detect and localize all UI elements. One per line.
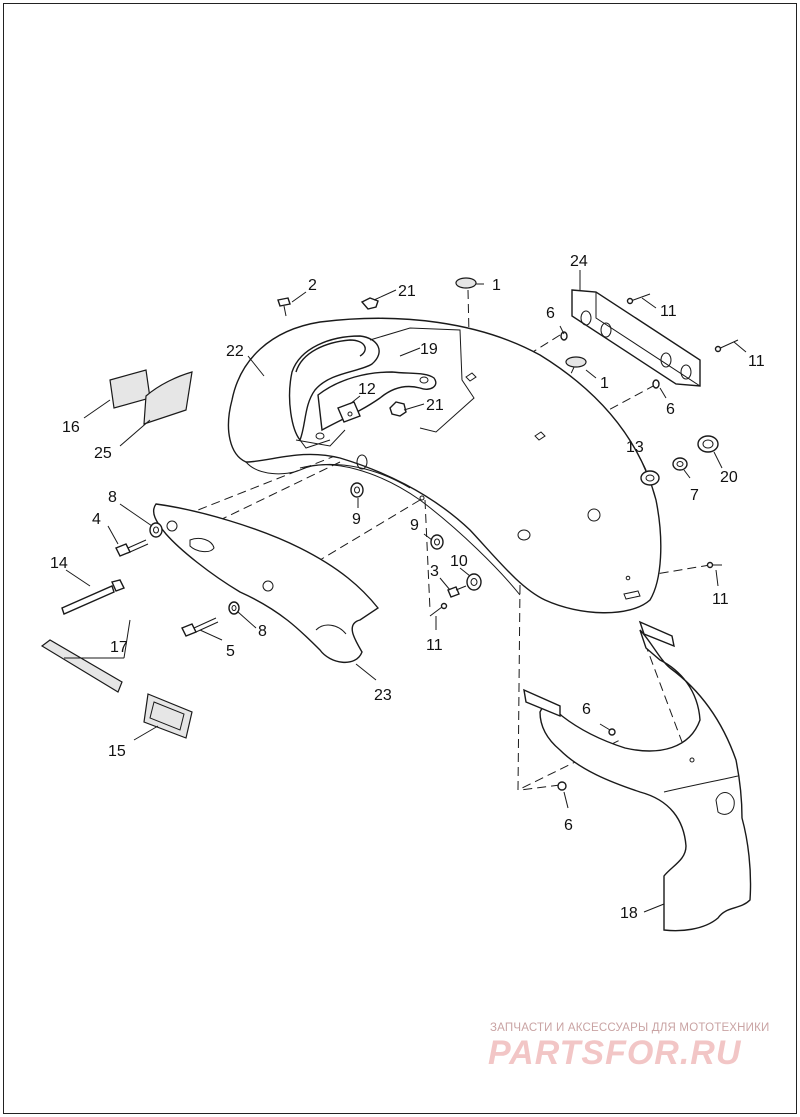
washer-eight-lower [228,601,240,615]
washer-six-d [557,781,567,791]
callout-15: 15 [108,743,126,760]
bolt-five [181,617,219,637]
pad-twentyfive [143,371,193,425]
callout-2: 2 [308,277,317,294]
callout-14: 14 [50,555,68,572]
callout-6-d: 6 [564,817,573,834]
callout-7: 7 [690,487,699,504]
callout-12: 12 [358,381,376,398]
callout-11-upper: 11 [660,303,677,320]
callout-19: 19 [420,341,438,358]
grommet-nine-a [350,482,364,498]
fender-extension [523,620,752,932]
callout-4: 4 [92,511,101,528]
long-bolt-fourteen [61,579,125,615]
callout-21-lower: 21 [426,397,444,414]
callout-21-upper: 21 [398,283,416,300]
washer-six-c [608,728,616,736]
callout-8-upper: 8 [108,489,117,506]
nut-lower [389,401,407,417]
callout-9-a: 9 [352,511,361,528]
callout-25: 25 [94,445,112,462]
callout-20: 20 [720,469,738,486]
callout-1-upper: 1 [492,277,501,294]
screw-three [447,585,467,598]
callout-13: 13 [626,439,644,456]
callouts: 1 1 2 3 4 5 6 6 6 6 7 8 8 9 9 10 11 11 1… [50,253,765,922]
callout-17: 17 [110,639,128,656]
strip-seventeen [40,639,123,693]
callout-1-lower: 1 [600,375,609,392]
callout-8-lower: 8 [258,623,267,640]
watermark-caption: ЗАПЧАСТИ И АКСЕССУАРЫ ДЛЯ МОТОТЕХНИКИ [490,1022,770,1034]
callout-6-a: 6 [546,305,555,322]
callout-18: 18 [620,905,638,922]
callout-5: 5 [226,643,235,660]
nut-upper [360,297,379,310]
washer-eight-upper [149,522,163,538]
leader-lines [64,270,747,913]
license-bracket [571,289,701,387]
callout-10: 10 [450,553,468,570]
bushing-ten [466,573,482,591]
callout-23: 23 [374,687,392,704]
rail-cover [152,503,380,663]
pad-sixteen [109,369,151,409]
reflector-fifteen [143,693,193,739]
fender-liner-outline [295,327,475,447]
pin-fender-tip [706,561,722,569]
washer-seven [672,457,688,471]
callout-3: 3 [430,563,439,580]
callout-11-right: 11 [748,353,765,370]
callout-11-tip: 11 [712,591,729,608]
washer-six-a [560,331,568,341]
callout-6-c: 6 [582,701,591,718]
callout-11-lower: 11 [426,637,443,654]
screw-top [277,297,291,317]
grommet-thirteen [640,470,660,486]
diagram-frame [3,3,797,1114]
bushing-twenty [697,435,719,453]
callout-6-b: 6 [666,401,675,418]
callout-16: 16 [62,419,80,436]
plug-lower [565,356,587,368]
callout-22: 22 [226,343,244,360]
plug-upper [455,277,477,289]
washer-six-b [652,379,660,389]
callout-24: 24 [570,253,588,270]
pin-upper [626,293,651,305]
grommet-nine-b [430,534,444,550]
callout-9-b: 9 [410,517,419,534]
pin-right [714,339,739,353]
bolt-four [115,539,149,557]
pin-lower-left [429,602,448,617]
clip-part [337,401,361,423]
watermark-logo: PARTSFOR.RU [488,1034,742,1072]
